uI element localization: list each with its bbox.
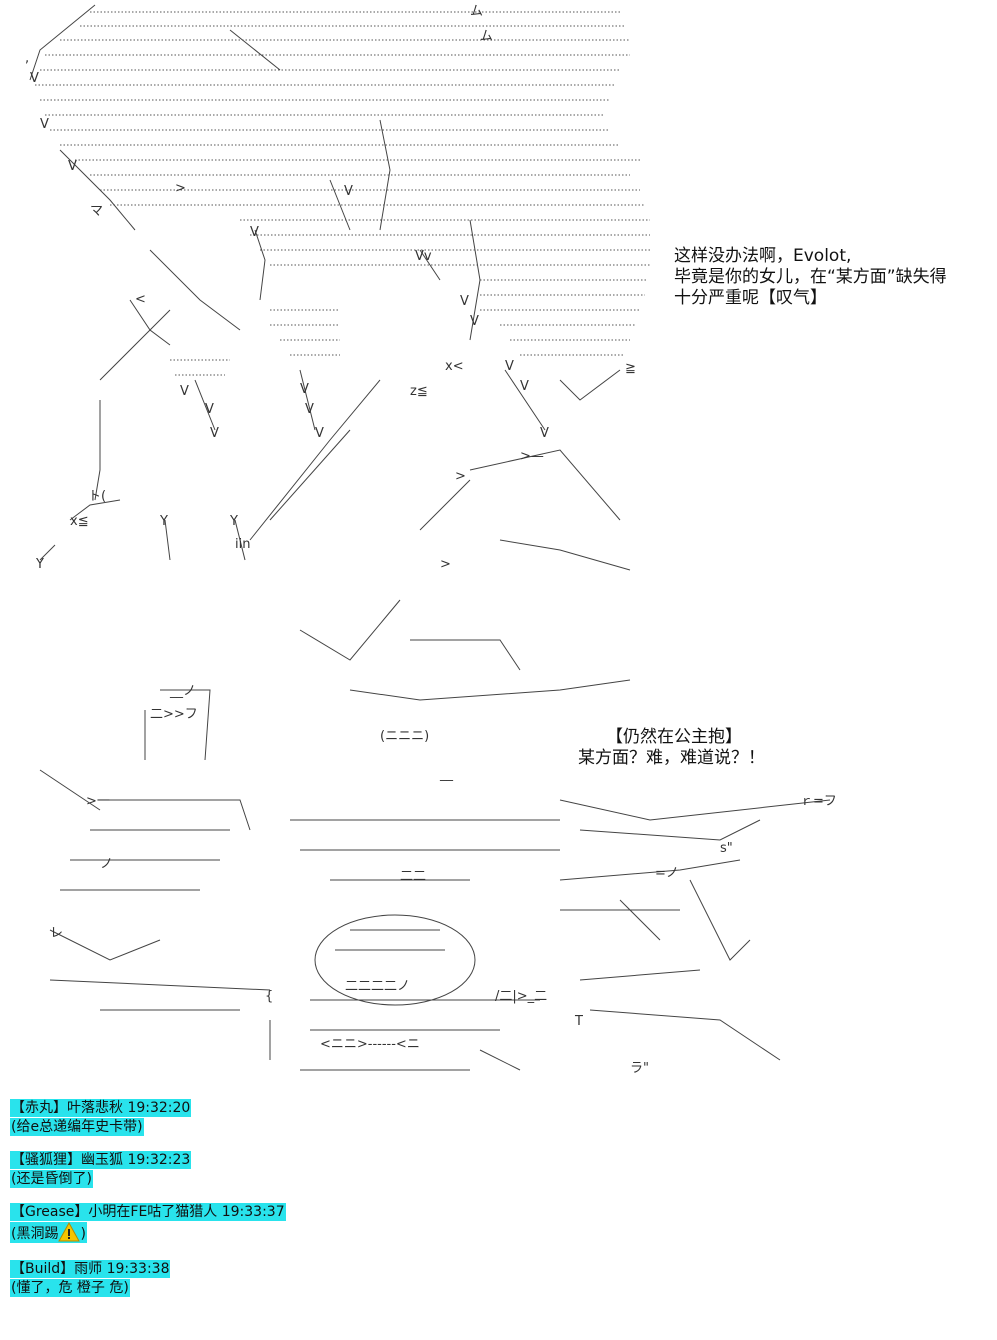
svg-text:Y: Y xyxy=(229,514,238,529)
svg-text:s": s" xyxy=(720,841,733,856)
svg-text:ノ: ノ xyxy=(100,857,113,872)
svg-text:T: T xyxy=(574,1014,583,1029)
chat-message: 【赤丸】叶落悲秋 19:32:20 (给e总递编年史卡带) xyxy=(10,1099,286,1137)
ascii-art-illustration: , V V V マ V V ム ム Vv V V V V V z≦ x< ≧ V… xyxy=(25,4,837,1076)
chat-message: 【Grease】小明在FE咕了猫猎人 19:33:37 (黑洞踢) xyxy=(10,1203,286,1246)
chat-body-text: ) xyxy=(80,1226,86,1242)
chat-message: 【Build】雨师 19:33:38 (懂了，危 橙子 危) xyxy=(10,1260,286,1298)
svg-text:V: V xyxy=(300,382,309,397)
chat-message-header: 【赤丸】叶落悲秋 19:32:20 xyxy=(10,1099,192,1117)
svg-text:x<: x< xyxy=(445,359,464,374)
caption-line: 某方面？难，难道说？！ xyxy=(578,748,765,768)
svg-text:ト(: ト( xyxy=(88,489,106,504)
svg-text:V: V xyxy=(460,294,469,309)
svg-text:>: > xyxy=(455,469,466,484)
chat-message-body: (黑洞踢) xyxy=(10,1222,87,1243)
svg-text:,: , xyxy=(25,51,29,66)
svg-text:レ: レ xyxy=(50,926,63,941)
chat-message-header: 【Build】雨师 19:33:38 xyxy=(10,1260,171,1278)
svg-text:V: V xyxy=(205,402,214,417)
svg-text:Y: Y xyxy=(159,514,168,529)
svg-text:二>>フ: 二>>フ xyxy=(150,707,198,722)
svg-text:V: V xyxy=(250,225,259,240)
svg-text:(ニニニ): (ニニニ) xyxy=(380,729,429,744)
warning-icon xyxy=(58,1222,81,1242)
dialogue-caption-top: 这样没办法啊，Evolot, 毕竟是你的女儿，在“某方面”缺失得 十分严重呢【叹… xyxy=(674,246,947,309)
svg-text:z≦: z≦ xyxy=(410,384,428,399)
svg-text:ム: ム xyxy=(470,4,483,19)
svg-text:>—: >— xyxy=(520,449,544,464)
svg-text:V: V xyxy=(210,426,219,441)
caption-line: 十分严重呢【叹气】 xyxy=(674,288,827,308)
chat-message-header: 【Grease】小明在FE咕了猫猎人 19:33:37 xyxy=(10,1203,286,1221)
svg-text:Vv: Vv xyxy=(415,249,432,264)
svg-text:__ノ: __ノ xyxy=(169,684,196,699)
chat-body-text: (黑洞踢 xyxy=(11,1226,59,1242)
svg-text:V: V xyxy=(68,159,77,174)
svg-text:≧: ≧ xyxy=(625,361,636,376)
svg-text:V: V xyxy=(344,184,353,199)
chat-message-body: (懂了，危 橙子 危) xyxy=(10,1279,130,1297)
caption-line: 【仍然在公主抱】 xyxy=(606,727,742,747)
svg-text:ｒ=フ: ｒ=フ xyxy=(800,794,837,809)
svg-text:V: V xyxy=(30,71,39,86)
chat-message-body: (给e总递编年史卡带) xyxy=(10,1118,144,1136)
svg-text:{: { xyxy=(265,989,273,1004)
chat-message-body: (还是昏倒了) xyxy=(10,1170,93,1188)
svg-text:>一: >一 xyxy=(86,794,110,809)
svg-text:V: V xyxy=(305,402,314,417)
svg-text:x≦: x≦ xyxy=(70,514,89,529)
chat-log: 【赤丸】叶落悲秋 19:32:20 (给e总递编年史卡带) 【骚狐狸】幽玉狐 1… xyxy=(10,1099,286,1312)
svg-text:V: V xyxy=(470,314,479,329)
svg-text:__: __ xyxy=(439,767,454,782)
svg-text:マ: マ xyxy=(90,204,103,219)
svg-text:ラ": ラ" xyxy=(630,1061,649,1076)
svg-text:V: V xyxy=(180,384,189,399)
svg-text:>: > xyxy=(440,557,451,572)
caption-line: 这样没办法啊，Evolot, xyxy=(674,246,852,266)
chat-message: 【骚狐狸】幽玉狐 19:32:23 (还是昏倒了) xyxy=(10,1151,286,1189)
svg-text:Y: Y xyxy=(35,557,44,572)
svg-text:二二: 二二 xyxy=(400,869,426,884)
svg-text:>: > xyxy=(175,181,186,196)
svg-text:iin: iin xyxy=(235,537,250,552)
chat-message-header: 【骚狐狸】幽玉狐 19:32:23 xyxy=(10,1151,192,1169)
svg-text:V: V xyxy=(315,426,324,441)
svg-text:<: < xyxy=(135,292,146,307)
svg-text:V: V xyxy=(540,426,549,441)
svg-text:=ノ: =ノ xyxy=(655,866,679,881)
svg-text:ム: ム xyxy=(480,29,493,44)
svg-text:<ニニ>------<ニ: <ニニ>------<ニ xyxy=(320,1037,420,1052)
svg-text:V: V xyxy=(40,117,49,132)
svg-text:V: V xyxy=(505,359,514,374)
svg-text:/二|>_二: /二|>_二 xyxy=(495,989,547,1004)
svg-text:V: V xyxy=(520,379,529,394)
svg-text:二二二二ノ: 二二二二ノ xyxy=(345,979,410,994)
caption-line: 毕竟是你的女儿，在“某方面”缺失得 xyxy=(674,267,947,287)
dialogue-caption-middle: 【仍然在公主抱】 某方面？难，难道说？！ xyxy=(578,727,765,769)
